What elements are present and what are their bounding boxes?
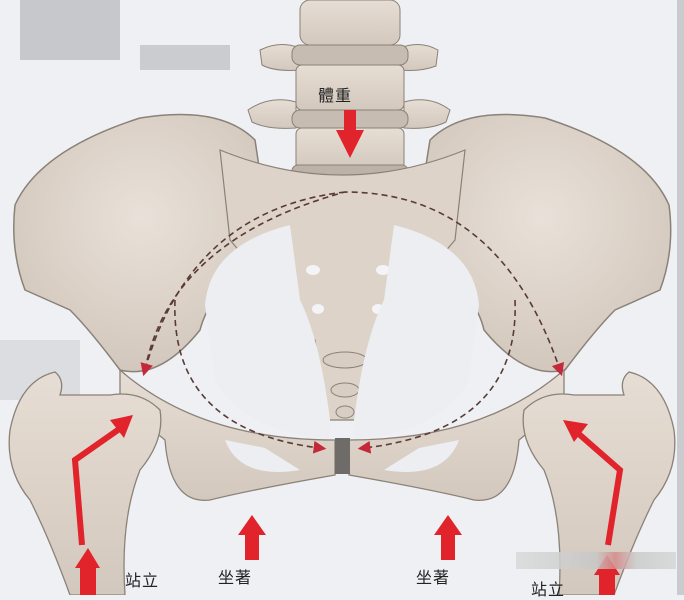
label-sitting-right: 坐著	[416, 568, 451, 587]
dashed-load-paths	[140, 191, 565, 454]
weight-arrow-icon	[336, 110, 364, 158]
sitting-left-arrow-icon	[238, 515, 266, 560]
label-sitting-left: 坐著	[218, 568, 253, 587]
right-femur	[522, 371, 676, 596]
label-standing-left: 站立	[125, 571, 160, 590]
pubic-bones	[119, 368, 565, 501]
standing-left-arrow-icon	[71, 415, 133, 595]
sitting-right-arrow-icon	[434, 515, 462, 560]
standing-right-arrow-icon	[563, 420, 624, 595]
label-body-weight: 體重	[318, 86, 353, 105]
pubic-symphysis	[335, 438, 350, 474]
label-standing-right: 站立	[531, 580, 566, 599]
background-texture	[0, 0, 230, 400]
right-edge-strip	[677, 0, 684, 595]
watermark-blur	[516, 552, 676, 569]
